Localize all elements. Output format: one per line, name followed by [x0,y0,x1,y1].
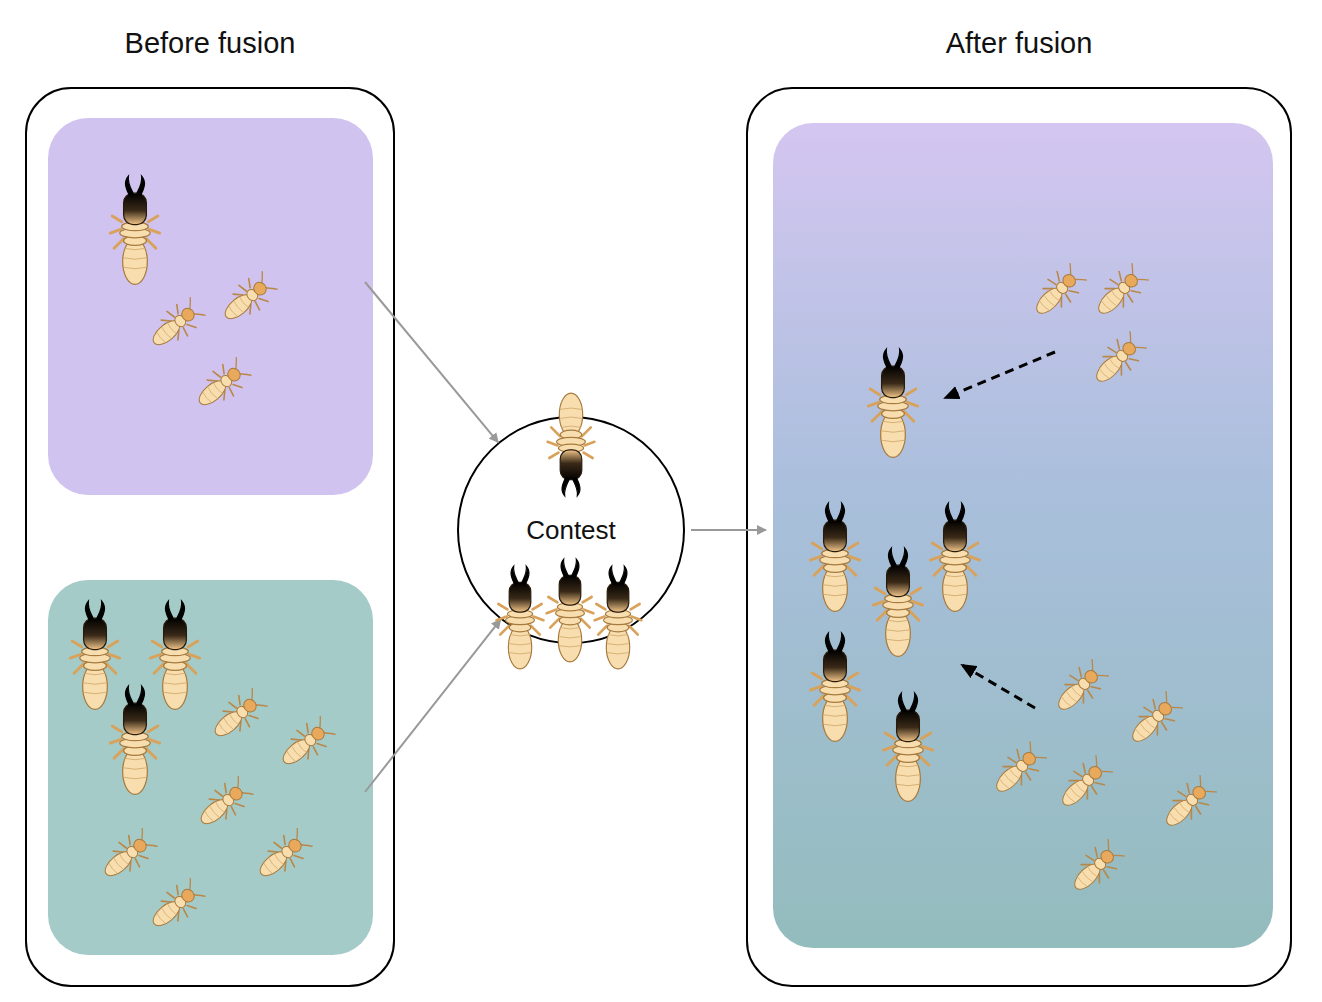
worker-termite [251,825,315,886]
soldier-termite [110,686,159,794]
before-fusion-panel: Before fusion [25,87,395,987]
worker-termite [1053,752,1116,815]
soldier-termite [868,349,917,457]
soldier-termite [110,176,159,284]
panel-heading: After fusion [708,27,1322,60]
worker-termite [192,773,256,834]
worker-termite [1157,772,1220,835]
worker-termite [206,685,270,746]
soldier-termite [150,601,199,709]
soldier-termite [873,548,922,656]
worker-termite [1065,836,1128,899]
recruitment-arrow [945,352,1055,398]
worker-termite [144,875,208,936]
worker-termite [96,825,160,886]
worker-termite [274,713,338,774]
circle-border [458,417,684,643]
worker-termite [987,738,1050,801]
soldier-termite [497,566,544,669]
worker-termite [1049,656,1112,719]
soldier-termite [70,601,119,709]
soldier-termite [548,393,595,496]
worker-termite [216,268,280,329]
soldier-termite [810,633,859,741]
worker-termite [144,294,208,355]
recruitment-arrow [962,665,1035,708]
soldier-termite [810,503,859,611]
soldier-termite [883,693,932,801]
flow-arrow [365,620,501,792]
after-fusion-panel: After fusion [746,87,1292,987]
worker-termite [1123,688,1186,751]
flow-arrow [691,529,766,531]
worker-termite [1089,260,1152,323]
merged-colony-area [773,123,1273,948]
contest-circle: Contest [457,416,685,644]
soldier-termite [547,559,594,662]
colony-a-area [48,118,373,495]
circle-label: Contest [457,515,685,546]
soldier-termite [595,566,642,669]
flow-arrow [365,282,498,442]
worker-termite [1087,328,1150,391]
worker-termite [190,354,254,415]
colony-b-area [48,580,373,955]
panel-heading: Before fusion [0,27,433,60]
soldier-termite [930,503,979,611]
worker-termite [1027,260,1090,323]
